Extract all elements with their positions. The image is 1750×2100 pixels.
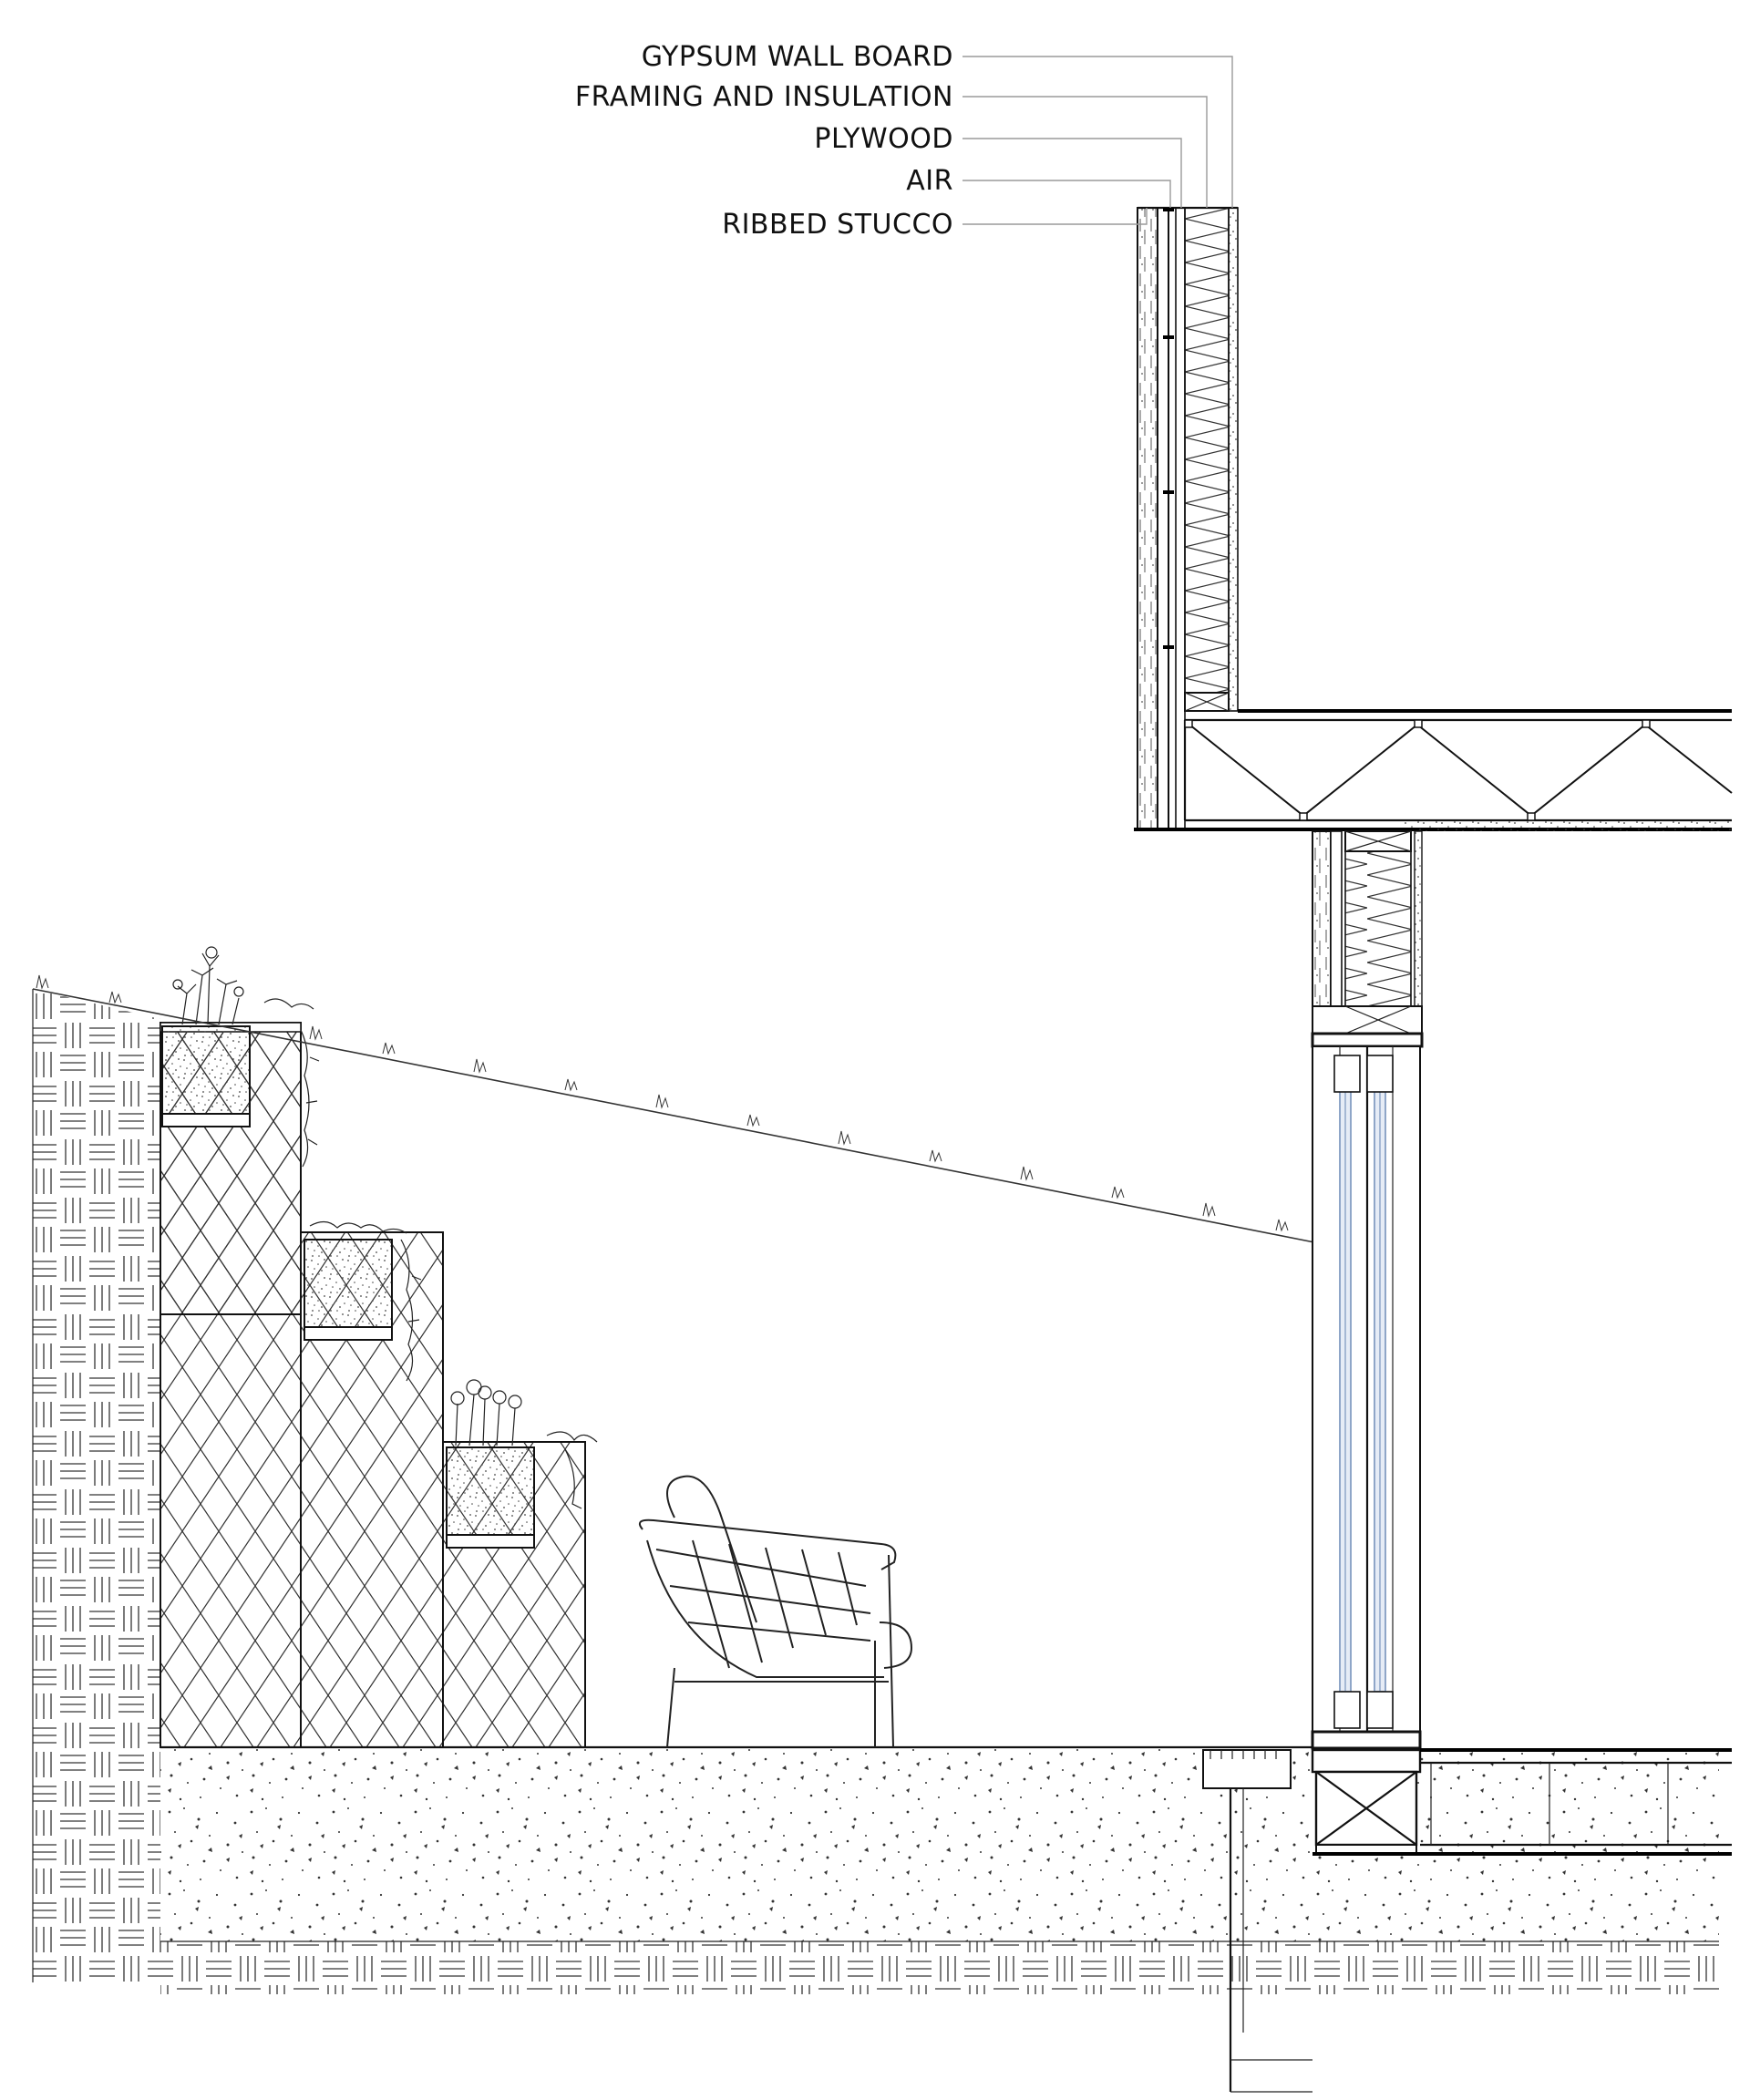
planter-boxes — [161, 1025, 535, 1549]
stepped-planter-walls — [160, 1022, 586, 1748]
upper-wall-assembly — [1137, 206, 1239, 830]
drain-pipe — [1202, 1749, 1312, 2093]
floor-truss — [1134, 709, 1733, 831]
label-gypsum-wall-board: GYPSUM WALL BOARD — [642, 41, 953, 73]
floor-joists — [1312, 1748, 1732, 1856]
sloped-grade — [32, 974, 1315, 1243]
leader-stucco — [962, 208, 1148, 225]
leader-plywood — [962, 138, 1182, 208]
leader-gypsum — [962, 56, 1233, 208]
leader-air — [962, 180, 1171, 208]
label-framing-and-insulation: FRAMING AND INSULATION — [575, 81, 953, 113]
label-air: AIR — [906, 165, 953, 197]
label-plywood: PLYWOOD — [814, 123, 953, 155]
earth-mass — [32, 989, 1719, 1994]
leader-framing — [962, 96, 1208, 208]
planted-vegetation — [172, 946, 598, 1509]
material-labels: GYPSUM WALL BOARD FRAMING AND INSULATION… — [575, 41, 1233, 241]
lower-wall-and-window — [1311, 830, 1424, 1855]
label-ribbed-stucco: RIBBED STUCCO — [722, 209, 953, 241]
lounge-chair — [639, 1475, 913, 1748]
